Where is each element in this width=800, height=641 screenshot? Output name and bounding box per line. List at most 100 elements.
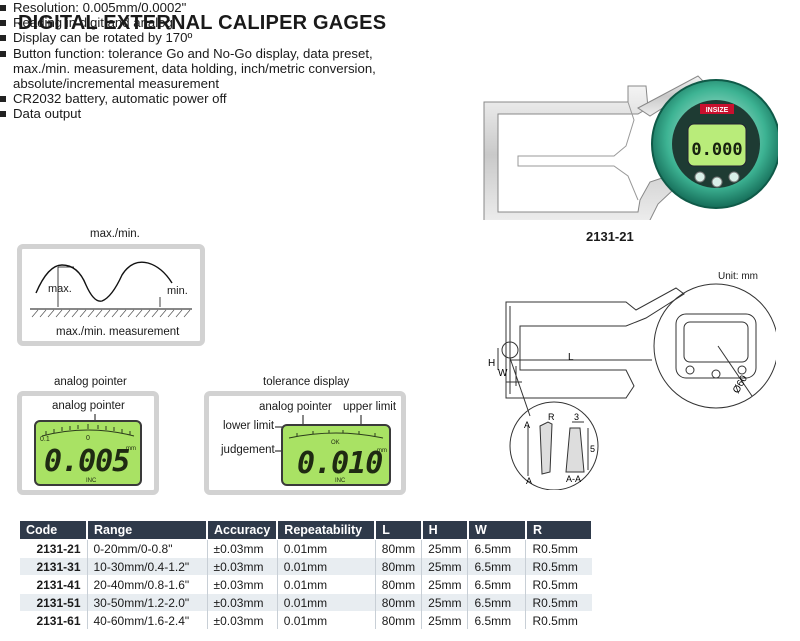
cell-accuracy: ±0.03mm <box>206 575 278 594</box>
lcd-unit: mm <box>126 446 136 452</box>
spec-table: Code Range Accuracy Repeatability L H W … <box>20 521 593 629</box>
cell-W: 6.5mm <box>467 539 526 558</box>
cell-W: 6.5mm <box>467 611 526 629</box>
tolerance-lcd: OK 0.010 mm INC <box>281 424 391 486</box>
col-code: Code <box>20 521 88 540</box>
max-label: max. <box>48 283 72 295</box>
maxmin-diagram: max. min. max./min. measurement <box>17 244 205 346</box>
feature-item: Reading in digit and analog <box>0 15 420 30</box>
cell-L: 80mm <box>374 575 422 594</box>
feature-text: Reading in digit and analog <box>13 15 173 31</box>
analog-heading: analog pointer <box>54 376 127 388</box>
maxmin-caption: max./min. measurement <box>56 326 180 338</box>
col-repeatability: Repeatability <box>277 521 377 540</box>
col-W: W <box>467 521 527 540</box>
feature-text: max./min. measurement, data holding, inc… <box>13 60 376 76</box>
feature-text: CR2032 battery, automatic power off <box>13 91 227 107</box>
section-A-bottom: A <box>526 476 532 486</box>
col-R: R <box>525 521 593 540</box>
tolerance-lcd-digits: 0.010 <box>297 446 383 481</box>
table-row: 2131-31 10-30mm/0.4-1.2" ±0.03mm 0.01mm … <box>20 557 592 576</box>
section-label: A-A <box>566 474 581 484</box>
dim-H: H <box>488 358 495 369</box>
scale-left: 0.1 <box>40 436 50 443</box>
cell-range: 30-50mm/1.2-2.0" <box>86 593 207 612</box>
col-range: Range <box>87 521 208 540</box>
table-row: 2131-61 40-60mm/1.6-2.4" ±0.03mm 0.01mm … <box>20 611 592 629</box>
cell-H: 25mm <box>421 593 468 612</box>
lcd-inc: INC <box>86 478 97 484</box>
cell-R: R0.5mm <box>525 611 592 629</box>
feature-text: absolute/incremental measurement <box>13 76 219 92</box>
cell-L: 80mm <box>374 539 422 558</box>
tol-lcd-unit: mm <box>377 448 387 454</box>
cell-repeatability: 0.01mm <box>276 593 376 612</box>
cell-repeatability: 0.01mm <box>276 611 376 629</box>
cell-H: 25mm <box>421 557 468 576</box>
col-L: L <box>375 521 423 540</box>
cell-accuracy: ±0.03mm <box>206 593 278 612</box>
table-row: 2131-41 20-40mm/0.8-1.6" ±0.03mm 0.01mm … <box>20 575 592 594</box>
feature-item: CR2032 battery, automatic power off <box>0 91 420 106</box>
analog-pointer-label: analog pointer <box>52 400 125 412</box>
feature-item: Button function: tolerance Go and No-Go … <box>0 46 420 92</box>
table-row: 2131-51 30-50mm/1.2-2.0" ±0.03mm 0.01mm … <box>20 593 592 612</box>
tol-lcd-inc: INC <box>335 478 346 484</box>
lcd-scale <box>41 424 135 437</box>
product-model: 2131-21 <box>586 229 634 244</box>
lcd-ok: OK <box>331 440 340 446</box>
cell-W: 6.5mm <box>467 575 526 594</box>
tol-lcd-scale <box>288 430 384 439</box>
cell-R: R0.5mm <box>525 557 592 576</box>
unit-note: Unit: mm <box>718 271 758 282</box>
cell-R: R0.5mm <box>525 575 592 594</box>
cell-accuracy: ±0.03mm <box>206 611 278 629</box>
table-row: 2131-21 0-20mm/0-0.8" ±0.03mm 0.01mm 80m… <box>20 539 592 558</box>
cell-code: 2131-31 <box>20 557 87 576</box>
feature-item: Data output <box>0 106 420 121</box>
dim-diameter: Ø60 <box>731 373 750 395</box>
min-label: min. <box>167 285 188 297</box>
judgement-label: judgement <box>221 444 275 456</box>
tolerance-panel: analog pointer upper limit lower limit j… <box>204 391 406 495</box>
product-display: 0.000 <box>691 140 742 160</box>
cell-range: 20-40mm/0.8-1.6" <box>86 575 207 594</box>
cell-L: 80mm <box>374 557 422 576</box>
feature-list: Resolution: 0.005mm/0.0002" Reading in d… <box>0 0 420 122</box>
cell-W: 6.5mm <box>467 557 526 576</box>
cell-H: 25mm <box>421 539 468 558</box>
cell-range: 0-20mm/0-0.8" <box>86 539 207 558</box>
sine-wave-diagram <box>30 261 192 318</box>
cell-range: 40-60mm/1.6-2.4" <box>86 611 207 629</box>
feature-text: Button function: tolerance Go and No-Go … <box>13 45 373 61</box>
cell-L: 80mm <box>374 593 422 612</box>
cell-H: 25mm <box>421 575 468 594</box>
cell-R: R0.5mm <box>525 593 592 612</box>
lower-limit-label: lower limit <box>223 420 275 432</box>
cell-code: 2131-41 <box>20 575 87 594</box>
cell-W: 6.5mm <box>467 593 526 612</box>
cell-R: R0.5mm <box>525 539 592 558</box>
cell-code: 2131-61 <box>20 611 87 629</box>
col-H: H <box>421 521 469 540</box>
dim-3: 3 <box>574 412 579 422</box>
table-header-row: Code Range Accuracy Repeatability L H W … <box>20 521 593 540</box>
section-A-top: A <box>524 420 530 430</box>
dim-5: 5 <box>590 444 595 454</box>
cell-code: 2131-51 <box>20 593 87 612</box>
cell-L: 80mm <box>374 611 422 629</box>
cell-accuracy: ±0.03mm <box>206 557 278 576</box>
cell-H: 25mm <box>421 611 468 629</box>
analog-lcd-digits: 0.005 <box>44 444 130 479</box>
dim-R: R <box>548 412 555 422</box>
feature-text: Data output <box>13 106 82 122</box>
feature-text: Resolution: 0.005mm/0.0002" <box>13 0 187 15</box>
feature-text: Display can be rotated by 170º <box>13 30 193 46</box>
cell-accuracy: ±0.03mm <box>206 539 278 558</box>
analog-lcd: 0.1 0 0.005 mm INC <box>34 420 142 486</box>
upper-limit-label: upper limit <box>343 401 397 413</box>
scale-mid: 0 <box>86 435 90 442</box>
technical-drawing: L H W Ø60 A A R 3 5 A-A <box>488 283 776 490</box>
cell-repeatability: 0.01mm <box>276 539 376 558</box>
page-title: DIGITAL EXTERNAL CALIPER GAGES <box>18 12 387 34</box>
